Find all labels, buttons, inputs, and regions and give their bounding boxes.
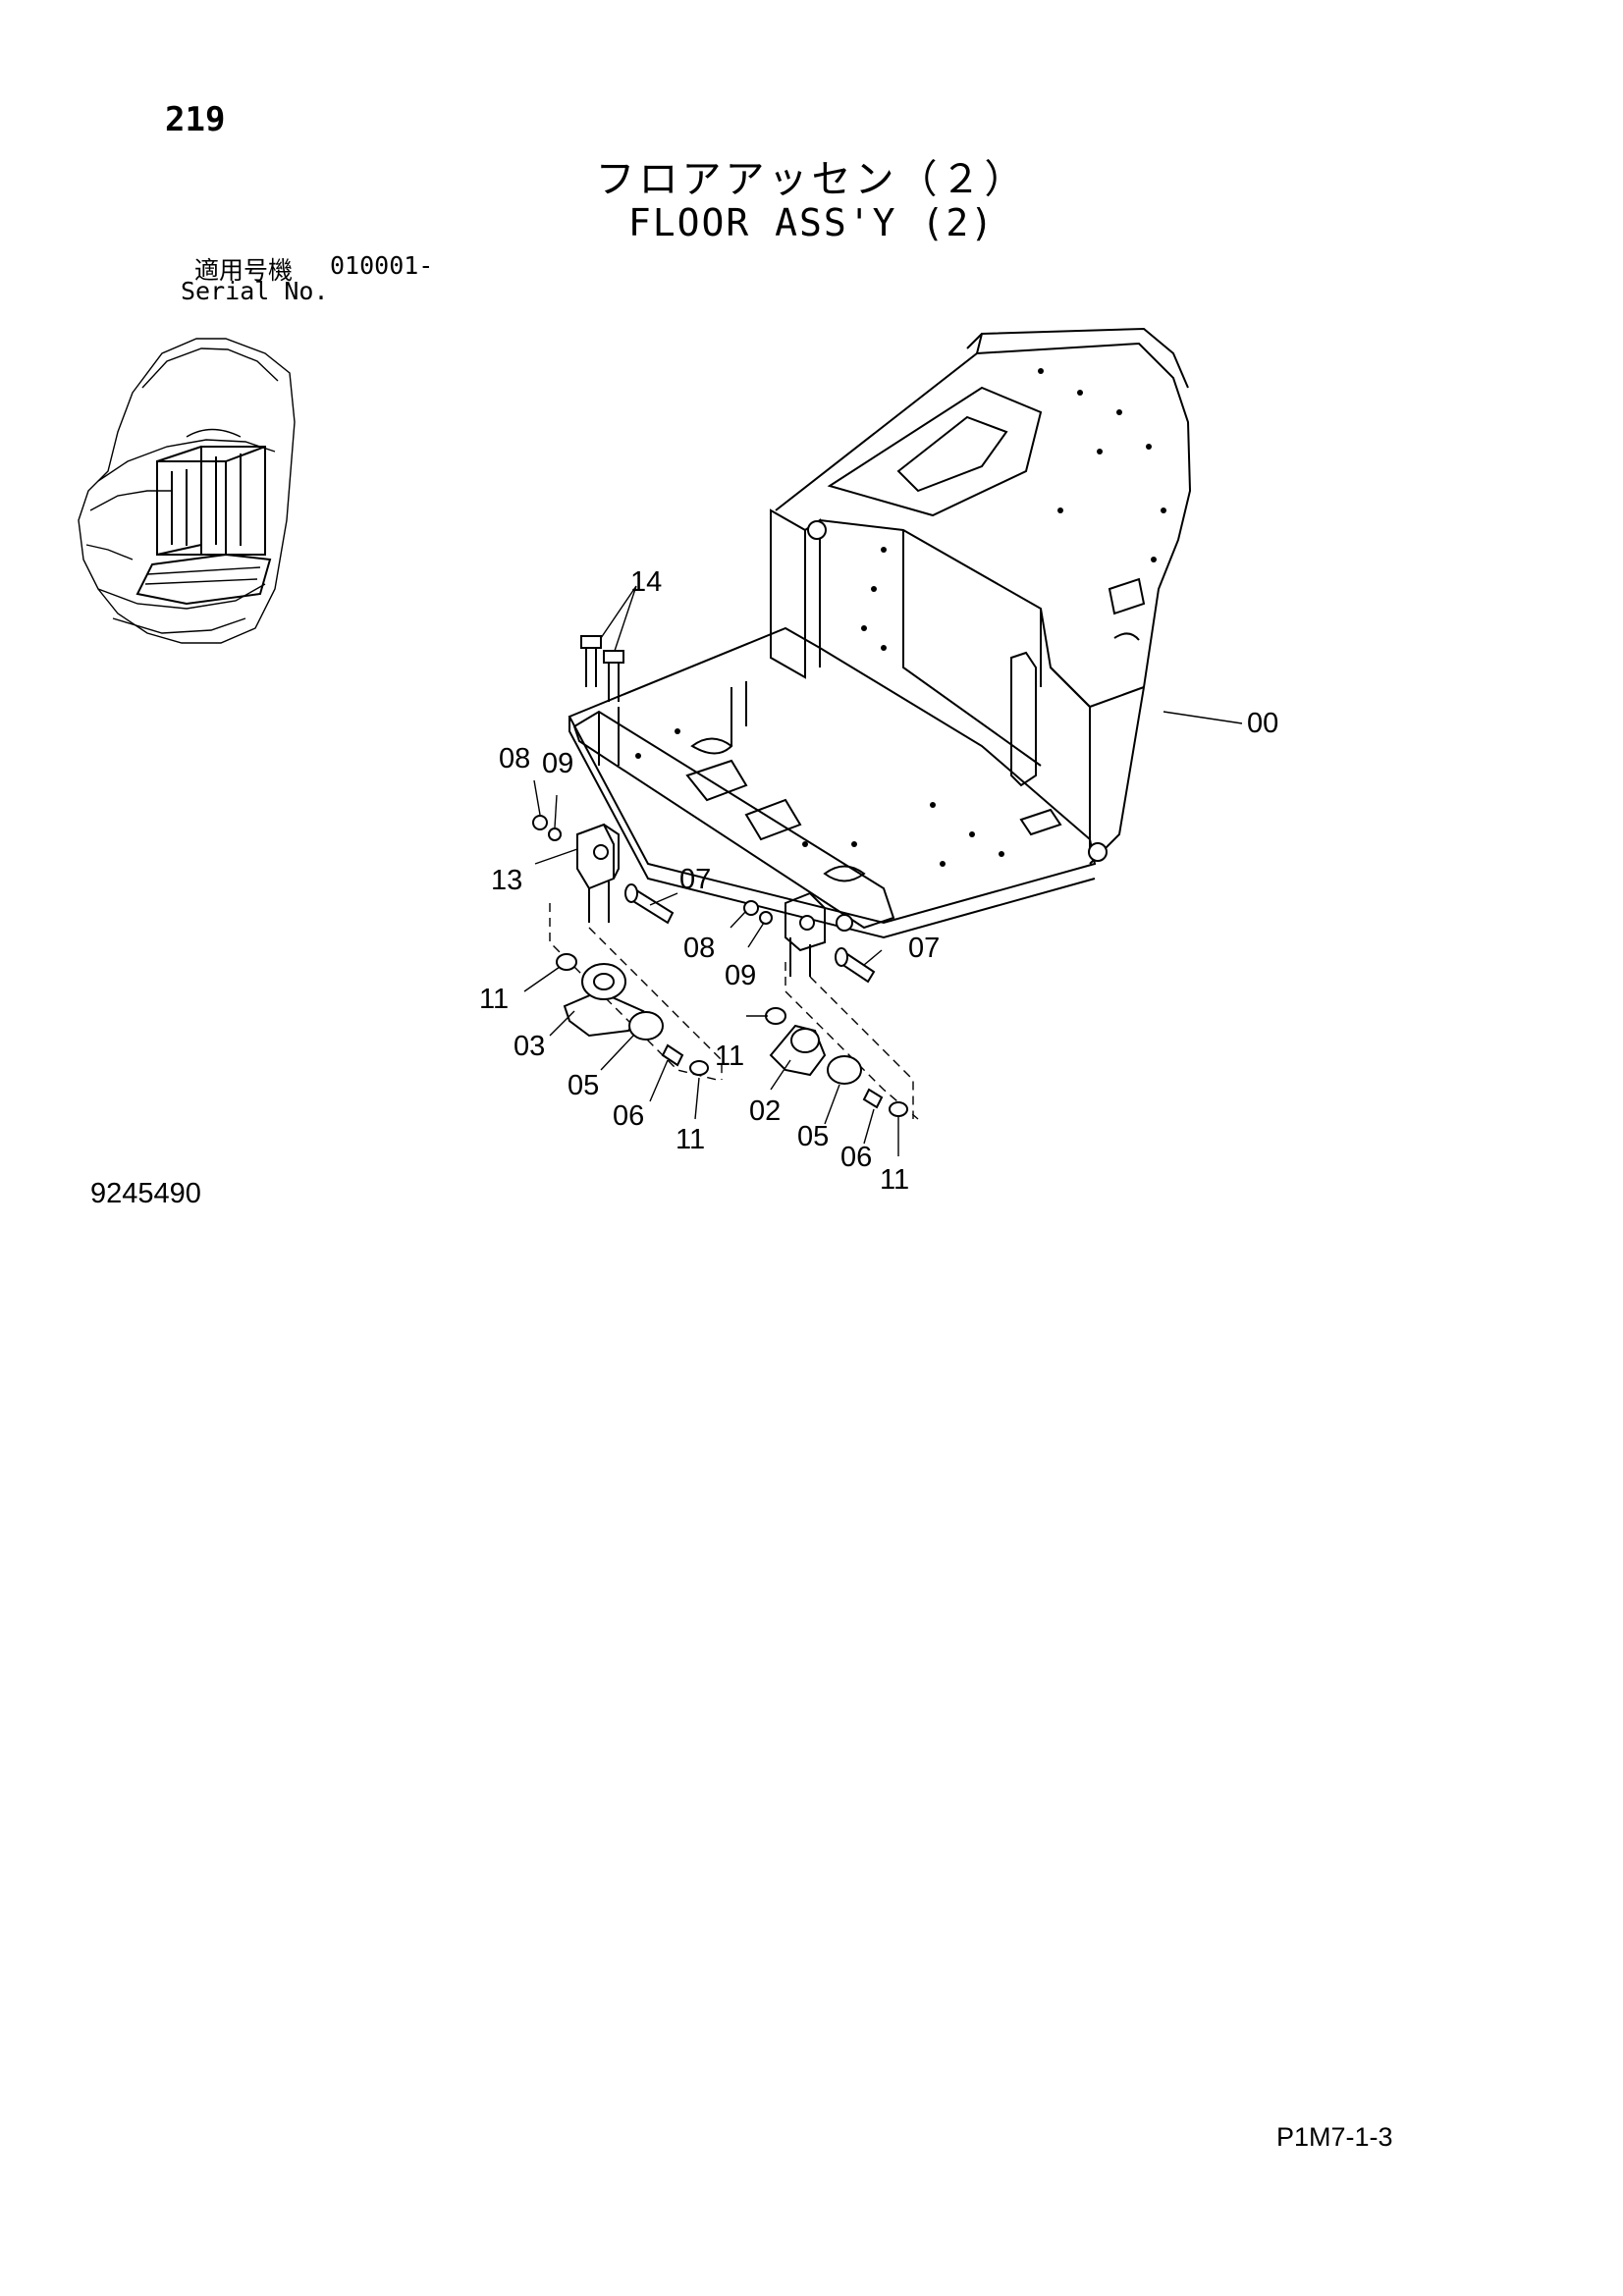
floor-frame (568, 327, 1192, 939)
serial-label-japanese: 適用号機 (194, 256, 294, 285)
page-code: P1M7-1-3 (1276, 2122, 1393, 2152)
callout-05-right: 05 (797, 1121, 829, 1152)
callout-03: 03 (514, 1031, 545, 1062)
bolts-14 (580, 635, 624, 702)
callout-08-left: 08 (499, 743, 530, 774)
mount-bracket-right (784, 891, 826, 977)
callout-11-b: 11 (715, 1041, 744, 1072)
title-japanese: フロアアッセン（２） (595, 157, 1028, 202)
drawing-number: 9245490 (90, 1178, 201, 1209)
title-english: FLOOR ASS'Y (2) (627, 201, 996, 244)
callout-07-left: 07 (679, 864, 711, 895)
callout-14: 14 (630, 566, 662, 598)
nut-08-right (743, 900, 759, 916)
pin-07-left (624, 883, 675, 925)
washer-09-left (548, 828, 562, 841)
callout-13: 13 (491, 865, 522, 896)
serial-value: 010001- (330, 251, 434, 280)
callout-08-right: 08 (683, 933, 715, 964)
nut-08-left (532, 815, 548, 830)
callout-09-left: 09 (542, 748, 573, 779)
callout-05-left: 05 (568, 1070, 599, 1101)
callout-11-c: 11 (676, 1124, 705, 1155)
serial-label-english: Serial No. (181, 277, 329, 305)
callout-09-right: 09 (725, 960, 756, 991)
callout-07-right: 07 (908, 933, 940, 964)
callout-11-a: 11 (479, 984, 509, 1015)
callout-00: 00 (1247, 708, 1278, 739)
callout-02: 02 (749, 1095, 781, 1127)
mount-stack-right (765, 962, 919, 1120)
washer-09-right (759, 911, 773, 925)
callout-11-d: 11 (880, 1164, 909, 1196)
mount-bracket-left (576, 823, 620, 923)
callout-06-right: 06 (840, 1142, 872, 1173)
callouts: 14 00 08 09 13 07 08 07 09 11 03 11 05 0… (479, 566, 1278, 1196)
callout-06-left: 06 (613, 1100, 644, 1132)
pin-07-right (835, 947, 876, 984)
mount-stack-left (549, 903, 723, 1081)
location-thumbnail (78, 338, 296, 644)
leader-lines (523, 585, 1243, 1156)
page-number: 219 (165, 100, 226, 139)
